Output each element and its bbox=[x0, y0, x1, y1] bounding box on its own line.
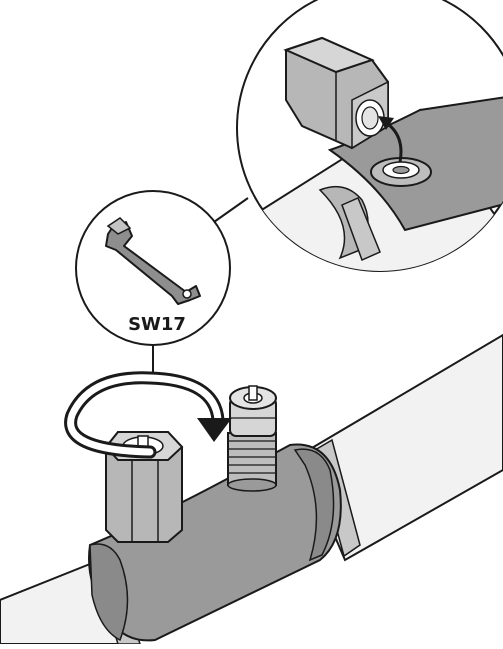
zoom-hex-socket bbox=[283, 36, 389, 150]
tool-callout: SW17 bbox=[75, 190, 231, 372]
callout-connector bbox=[213, 197, 249, 223]
zoom-direction-arrow bbox=[378, 116, 403, 163]
rotation-arrow-head bbox=[197, 418, 232, 442]
slotted-nut bbox=[229, 385, 277, 437]
tool-size-label: SW17 bbox=[128, 314, 186, 335]
zoom-port bbox=[370, 157, 432, 187]
zoom-detail-callout bbox=[236, 0, 503, 272]
coupling-collar-right bbox=[293, 448, 335, 562]
pipe-assembly bbox=[0, 333, 503, 645]
threaded-stud bbox=[227, 432, 277, 492]
coupling-collar-left bbox=[89, 543, 129, 642]
adjustable-wrench-icon bbox=[105, 217, 201, 305]
rotation-arrow bbox=[64, 371, 232, 459]
